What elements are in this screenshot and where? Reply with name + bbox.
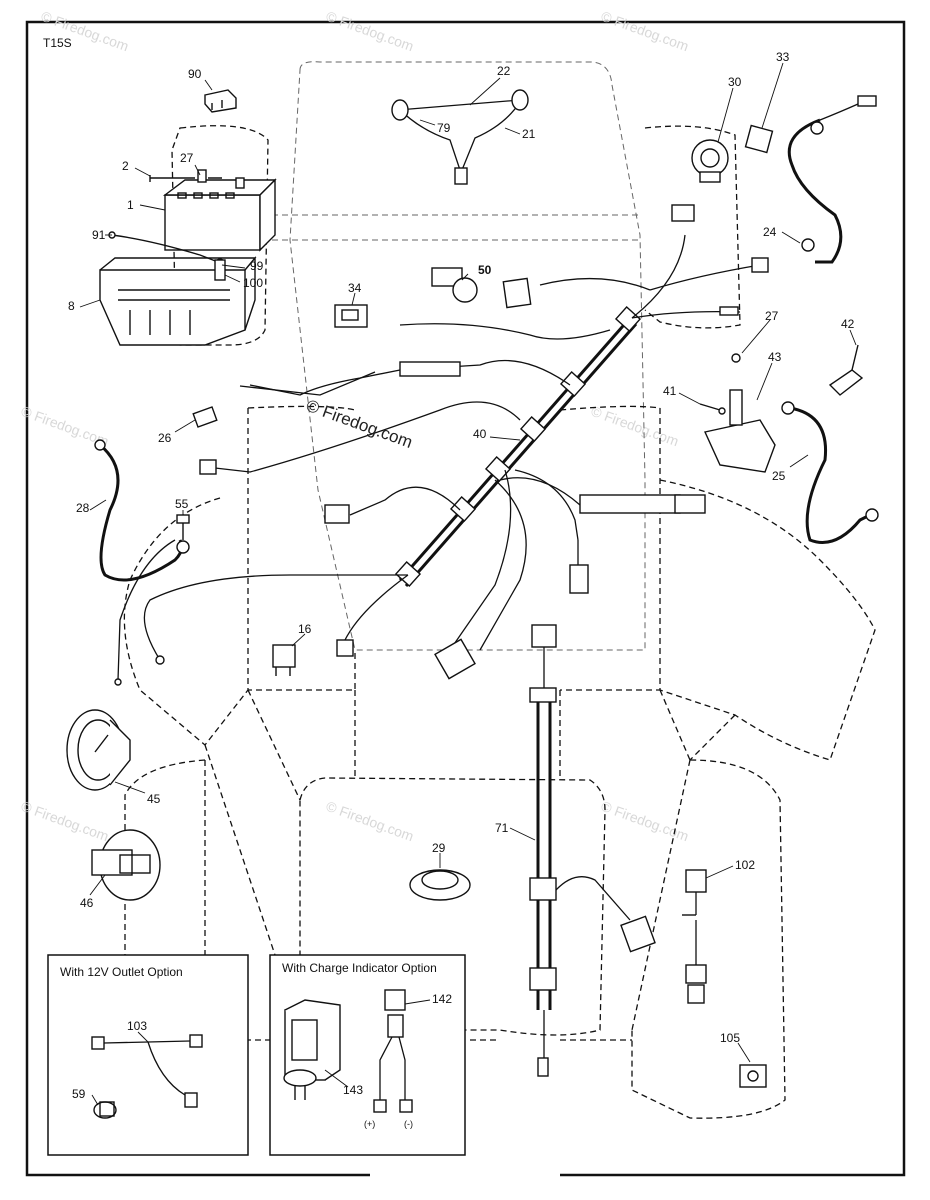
callout-99: 99 — [250, 259, 264, 273]
charge-option-title: With Charge Indicator Option — [282, 961, 437, 975]
callout-8: 8 — [68, 299, 75, 313]
frame-gap — [370, 1168, 560, 1180]
callout-24: 24 — [763, 225, 777, 239]
meter-46 — [91, 829, 161, 901]
connector-90 — [204, 89, 237, 113]
boot-42 — [828, 344, 864, 396]
connector-102 — [682, 869, 707, 1004]
harness-71 — [529, 624, 656, 1077]
cable-25 — [781, 401, 879, 544]
callout-100: 100 — [243, 276, 263, 290]
outlet-option-box: With 12V Outlet Option — [47, 954, 249, 1156]
callout-2: 2 — [122, 159, 129, 173]
ignition-switch-50 — [431, 267, 532, 309]
battery-tray — [99, 269, 246, 346]
watermark: © Firedog.com — [599, 8, 691, 55]
callout-22: 22 — [497, 64, 511, 78]
callout-30: 30 — [728, 75, 742, 89]
plus-terminal-label: (+) — [364, 1119, 375, 1129]
callout-41: 41 — [663, 384, 677, 398]
callout-59: 59 — [72, 1087, 86, 1101]
charge-option-box: With Charge Indicator Option (+) (-) — [269, 954, 466, 1156]
callout-90: 90 — [188, 67, 202, 81]
watermark: © Firedog.com — [589, 403, 681, 450]
main-harness-40 — [117, 204, 769, 681]
callout-71: 71 — [495, 821, 509, 835]
watermark: © Firedog.com — [19, 798, 111, 845]
callout-143: 143 — [343, 1083, 363, 1097]
callout-103: 103 — [127, 1019, 147, 1033]
fuse-26 — [192, 406, 218, 428]
callout-142: 142 — [432, 992, 452, 1006]
minus-terminal-label: (-) — [404, 1119, 413, 1129]
gauge-45 — [66, 709, 131, 791]
relay-16 — [272, 644, 296, 676]
callout-16: 16 — [298, 622, 312, 636]
outlet-option-title: With 12V Outlet Option — [60, 965, 183, 979]
battery — [164, 194, 261, 251]
watermark: © Firedog.com — [324, 798, 416, 845]
callout-25: 25 — [772, 469, 786, 483]
callout-34: 34 — [348, 281, 362, 295]
callout-27b: 27 — [765, 309, 779, 323]
horn-29 — [409, 869, 471, 901]
callout-46: 46 — [80, 896, 94, 910]
solenoid-30 — [691, 139, 729, 183]
callout-1: 1 — [127, 198, 134, 212]
watermark: © Firedog.com — [324, 8, 416, 55]
leader-lines — [79, 62, 857, 1106]
switch-34 — [334, 304, 368, 328]
lamp-harness — [391, 89, 529, 185]
cable-24 — [787, 95, 877, 264]
switch-105 — [739, 1064, 767, 1088]
callout-55: 55 — [175, 497, 189, 511]
callout-29: 29 — [432, 841, 446, 855]
callout-42: 42 — [841, 317, 855, 331]
callout-91: 91 — [92, 228, 106, 242]
watermark-main: © Firedog.com — [304, 396, 415, 452]
battery-group — [99, 169, 277, 346]
callout-21: 21 — [522, 127, 536, 141]
solenoid-43 — [704, 353, 776, 473]
screw-55 — [176, 514, 190, 554]
callout-43: 43 — [768, 350, 782, 364]
callout-33: 33 — [776, 50, 790, 64]
callout-102: 102 — [735, 858, 755, 872]
callout-labels: 90 2 27 1 91 99 100 8 22 79 21 50 34 30 … — [68, 50, 855, 1101]
callout-105: 105 — [720, 1031, 740, 1045]
relay-33 — [744, 124, 774, 154]
callout-45: 45 — [147, 792, 161, 806]
callout-28: 28 — [76, 501, 90, 515]
callout-26: 26 — [158, 431, 172, 445]
callout-27: 27 — [180, 151, 194, 165]
cable-28 — [94, 439, 184, 582]
callout-50: 50 — [478, 263, 492, 277]
screw-41 — [699, 403, 726, 415]
callout-40: 40 — [473, 427, 487, 441]
callout-79: 79 — [437, 121, 451, 135]
diagram-code: T15S — [43, 36, 72, 50]
